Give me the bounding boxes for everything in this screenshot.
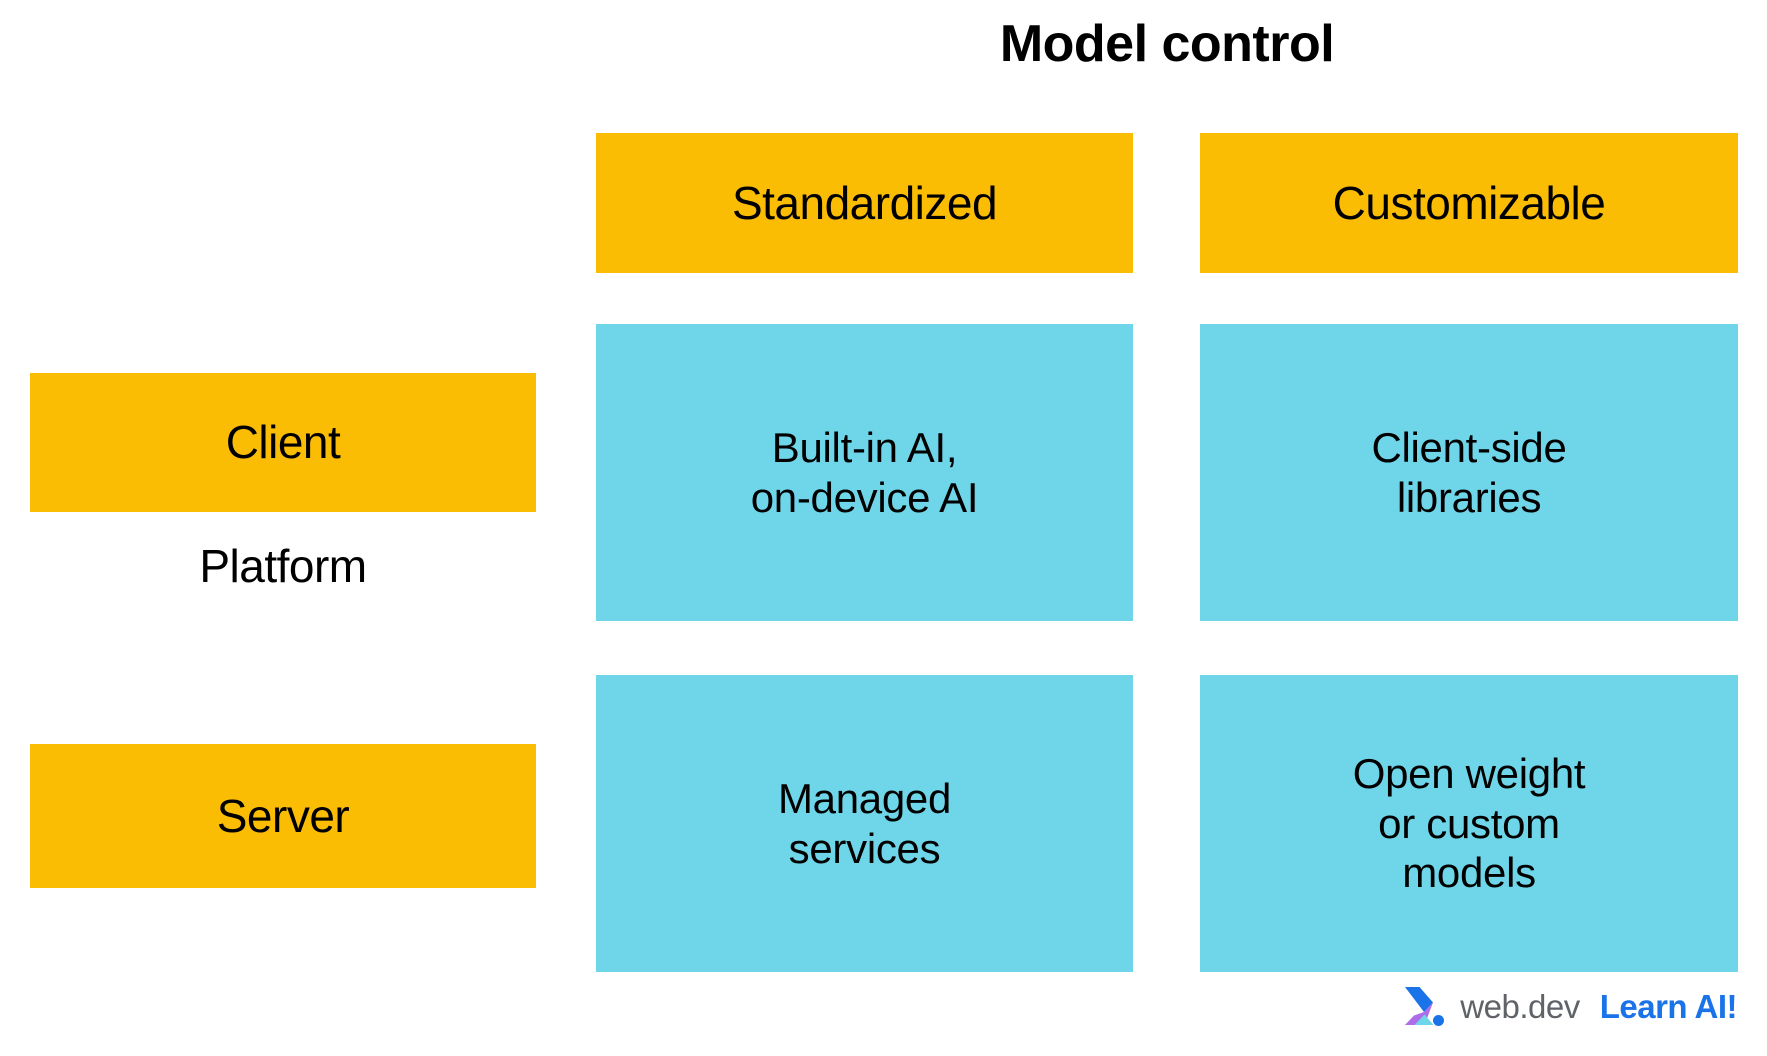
brand-tagline: Learn AI!: [1599, 987, 1738, 1025]
webdev-chevron-logo-icon: [1405, 987, 1445, 1026]
cell-client-standardized: Built-in AI, on-device AI: [596, 324, 1133, 621]
cell-server-customizable: Open weight or custom models: [1200, 675, 1738, 972]
row-axis-label: Platform: [199, 540, 367, 592]
cell-client-customizable: Client-side libraries: [1200, 324, 1738, 621]
column-header-standardized: Standardized: [596, 133, 1133, 273]
footer-branding: web.dev Learn AI!: [1402, 984, 1738, 1028]
column-header-customizable: Customizable: [1200, 133, 1738, 273]
row-header-server: Server: [30, 744, 536, 888]
page-title: Model control: [999, 15, 1335, 73]
cell-server-standardized: Managed services: [596, 675, 1133, 972]
brand-name: web.dev: [1460, 987, 1580, 1025]
row-header-client: Client: [30, 373, 536, 512]
